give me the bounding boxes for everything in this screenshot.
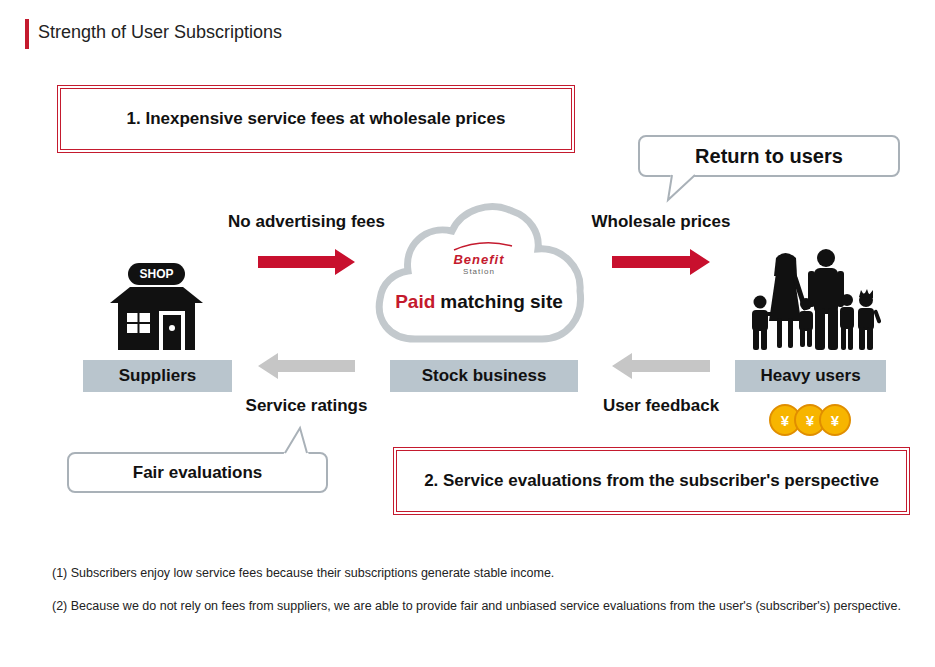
coin-symbol: ¥ — [806, 412, 814, 429]
arrow-label: No advertising fees — [225, 212, 388, 232]
arrow-label: Service ratings — [243, 396, 371, 416]
window-bar — [127, 322, 150, 324]
flow-arrow — [258, 249, 355, 275]
tail-outline — [285, 428, 307, 453]
footnote: (2) Because we do not rely on fees from … — [52, 594, 912, 619]
flow-arrow — [612, 353, 710, 379]
node-text: 2. Service evaluations from the subscrib… — [424, 471, 879, 491]
page-title: Strength of User Subscriptions — [38, 22, 282, 43]
callout-tail — [638, 135, 639, 136]
flow-arrow — [612, 249, 710, 275]
speech-callout: Return to users — [638, 135, 900, 177]
family-silhouette — [752, 249, 882, 350]
node-text: Fair evaluations — [133, 463, 262, 483]
node-text: 1. Inexpensive service fees at wholesale… — [127, 109, 506, 129]
shop-window — [127, 313, 150, 333]
matching-site-cloud: BenefitStationPaidmatching site — [370, 195, 588, 345]
title-accent-bar — [25, 19, 29, 49]
callout-tail — [67, 452, 68, 453]
feature-box: 1. Inexpensive service fees at wholesale… — [57, 85, 575, 153]
tail-outline — [668, 175, 695, 200]
node-text: Heavy users — [735, 360, 886, 392]
arrow-label: Wholesale prices — [589, 212, 734, 232]
speech-callout: Fair evaluations — [67, 452, 328, 493]
logo-text: Benefit — [453, 252, 504, 267]
tail-fill — [283, 428, 309, 455]
door-lock — [169, 325, 175, 331]
title-row: Paidmatching site — [395, 291, 563, 313]
shop-body — [118, 303, 195, 350]
node-text: Stock business — [422, 366, 547, 386]
shop-door — [159, 311, 185, 350]
site-name: Paid — [395, 291, 435, 313]
footnote: (1) Subscribers enjoy low service fees b… — [52, 561, 912, 586]
sign-text: SHOP — [139, 267, 173, 281]
users-node: Heavy users — [735, 245, 886, 392]
arrow-label: User feedback — [600, 396, 722, 416]
yen-coins — [770, 405, 850, 435]
shop-icon — [110, 263, 203, 350]
tail-fill — [668, 173, 697, 200]
shop-roof — [110, 287, 203, 303]
coin-symbol: ¥ — [831, 412, 839, 429]
site-name: matching site — [440, 291, 562, 313]
coin-symbol: ¥ — [781, 412, 789, 429]
flow-arrow — [258, 353, 355, 379]
node-text: Suppliers — [83, 360, 232, 392]
door-panel — [163, 315, 181, 350]
cloud-shape — [379, 207, 580, 339]
logo-swoosh — [454, 243, 512, 250]
logo-text: Station — [463, 267, 495, 276]
feature-box: 2. Service evaluations from the subscrib… — [393, 447, 910, 515]
node-text: Return to users — [695, 145, 843, 168]
shop-sign — [128, 263, 185, 285]
coin — [820, 405, 850, 435]
business-band: Stock business — [390, 360, 578, 392]
